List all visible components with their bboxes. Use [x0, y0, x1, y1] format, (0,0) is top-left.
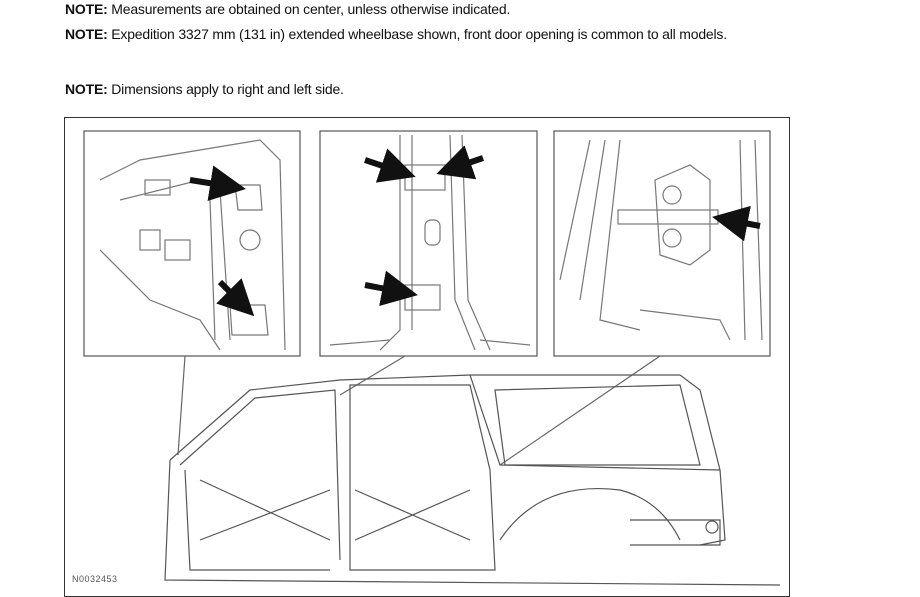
- note-text: Dimensions apply to right and left side.: [111, 81, 344, 97]
- arrow-icon: [364, 148, 416, 183]
- figure-id: N0032453: [72, 574, 118, 584]
- leader-line: [177, 355, 186, 456]
- note-dimensions: NOTE: Dimensions apply to right and left…: [65, 81, 825, 98]
- note-text: Expedition 3327 mm (131 in) extended whe…: [111, 26, 727, 42]
- leader-line: [339, 355, 406, 396]
- inset-panel-3: [553, 130, 771, 357]
- inset-2-drawing: [329, 134, 531, 351]
- note-label: NOTE:: [65, 1, 108, 17]
- inset-3-drawing: [559, 139, 763, 341]
- vehicle-body-side: [164, 374, 781, 586]
- inset-panel-2: [319, 130, 538, 357]
- note-label: NOTE:: [65, 81, 108, 97]
- arrow-icon: [712, 205, 761, 242]
- arrow-icon: [216, 278, 255, 317]
- arrow-icon: [189, 165, 246, 202]
- note-label: NOTE:: [65, 26, 108, 42]
- leader-line: [499, 355, 661, 466]
- arrow-icon: [364, 270, 418, 307]
- inset-panel-1: [83, 130, 301, 357]
- note-text: Measurements are obtained on center, unl…: [111, 1, 511, 17]
- inset-1-drawing: [99, 139, 286, 351]
- arrow-icon: [436, 145, 484, 180]
- note-measurements: NOTE: Measurements are obtained on cente…: [65, 1, 825, 18]
- note-wheelbase: NOTE: Expedition 3327 mm (131 in) extend…: [65, 26, 825, 43]
